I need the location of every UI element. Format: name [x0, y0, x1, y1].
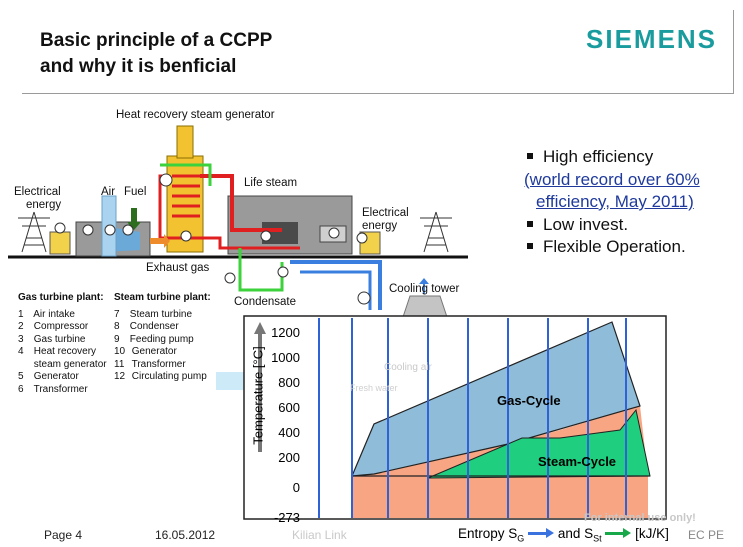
gas-turbine-legend: Gas turbine plant: 1 Air intake 2 Compre…	[18, 292, 107, 396]
bullet-icon	[527, 220, 533, 227]
left-pylon-icon	[18, 211, 50, 253]
entropy-gas-arrow-icon	[528, 528, 555, 538]
bullet-high-efficiency: High efficiency	[524, 146, 700, 169]
footer-date: 16.05.2012	[155, 528, 216, 542]
y-axis-label: Temperature [°C]	[250, 346, 266, 445]
chart-gridlines	[318, 318, 627, 518]
footer-author: Kilian Link	[292, 528, 347, 542]
component-markers	[54, 173, 371, 305]
y-tick: 1200	[271, 325, 300, 340]
right-pylon-icon	[420, 211, 452, 253]
hrsg-stack	[176, 125, 194, 159]
list-item: 10 Generator	[114, 346, 177, 357]
y-tick: 200	[278, 450, 300, 465]
title-line-1: Basic principle of a CCPP	[40, 30, 273, 51]
bullet-icon	[527, 153, 533, 159]
footer-dept: EC PE	[688, 528, 725, 542]
feedwater-pipe	[160, 163, 212, 186]
world-record-link-2[interactable]: efficiency, May 2011)	[536, 192, 694, 211]
list-item: 6 Transformer	[18, 383, 88, 395]
bullet-icon	[527, 243, 533, 249]
air-label: Air	[101, 186, 116, 198]
y-tick: 1000	[271, 350, 300, 365]
benefits-list: High efficiency (world record over 60% e…	[524, 146, 700, 259]
y-tick: 400	[278, 425, 300, 440]
bullet-low-invest: Low invest.	[524, 214, 700, 237]
list-item: 7 Steam turbine	[114, 308, 193, 320]
life-steam-label: Life steam	[244, 177, 298, 189]
y-tick: 600	[278, 400, 300, 415]
gas-cycle-label: Gas-Cycle	[497, 393, 561, 408]
list-item: 9 Feeding pump	[114, 333, 194, 345]
list-item: 12 Circulating pump	[114, 371, 207, 382]
steam-cycle-label: Steam-Cycle	[538, 454, 617, 469]
list-item: 1 Air intake	[18, 308, 75, 320]
x-axis-label: Entropy SG and SSt [kJ/K]	[458, 526, 669, 544]
fuel-arrow-icon	[127, 208, 141, 230]
electrical-right-label: Electrical	[362, 207, 409, 219]
exhaust-gas-label: Exhaust gas	[146, 262, 210, 274]
series-gas-cycle	[351, 321, 641, 477]
steam-turbine-header: Steam turbine plant:	[114, 292, 211, 303]
y-tick: 800	[278, 375, 300, 390]
transformer-left	[49, 231, 71, 255]
energy-right-label: energy	[362, 220, 398, 232]
title-divider	[22, 93, 734, 94]
energy-left-label: energy	[26, 199, 62, 211]
hrsg-coils	[172, 174, 200, 218]
list-item: 2 Compressor	[18, 321, 89, 332]
list-item: 4 Heat recovery	[18, 346, 97, 357]
title-line-2: and why it is benficial	[40, 56, 237, 77]
world-record-link[interactable]: (world record over 60%	[524, 169, 700, 189]
bullet-flexible-operation: Flexible Operation.	[524, 236, 700, 259]
page-title: Basic principle of a CCPP and why it is …	[40, 28, 272, 80]
internal-use-notice: For internal use only!	[584, 512, 696, 524]
loss-area	[352, 476, 648, 518]
list-item: 5 Generator	[18, 371, 79, 382]
y-tick: -273	[273, 510, 300, 525]
life-steam-pipe	[200, 174, 282, 232]
siemens-logo: SIEMENS	[586, 24, 718, 54]
hrsg-label: Heat recovery steam generator	[116, 109, 275, 121]
exhaust-arrow-icon	[150, 234, 170, 248]
y-tick: 0	[292, 480, 300, 495]
footer-page: Page 4	[44, 528, 83, 542]
list-item: 11 Transformer	[114, 358, 186, 370]
cooling-tower-label: Cooling tower	[389, 283, 460, 295]
fuel-label: Fuel	[124, 186, 147, 198]
fresh-water-label: Fresh water	[350, 383, 398, 393]
list-item: steam generator	[33, 358, 107, 370]
entropy-steam-arrow-icon	[605, 528, 632, 538]
ts-chart	[243, 315, 667, 520]
list-item: 8 Condenser	[114, 321, 179, 332]
cooling-water-pipe	[290, 260, 382, 310]
list-item: 3 Gas turbine	[18, 333, 86, 345]
gas-turbine-header: Gas turbine plant:	[18, 292, 104, 303]
y-tick-labels: 1200 1000 800 600 400 200 0 -273	[268, 320, 300, 530]
condensate-label: Condensate	[234, 296, 297, 308]
electrical-left-label: Electrical	[14, 186, 61, 198]
cooling-air-label: Cooling air	[384, 362, 432, 373]
steam-turbine-legend: Steam turbine plant: 7 Steam turbine 8 C…	[114, 292, 211, 384]
steam-turbine	[262, 222, 298, 244]
